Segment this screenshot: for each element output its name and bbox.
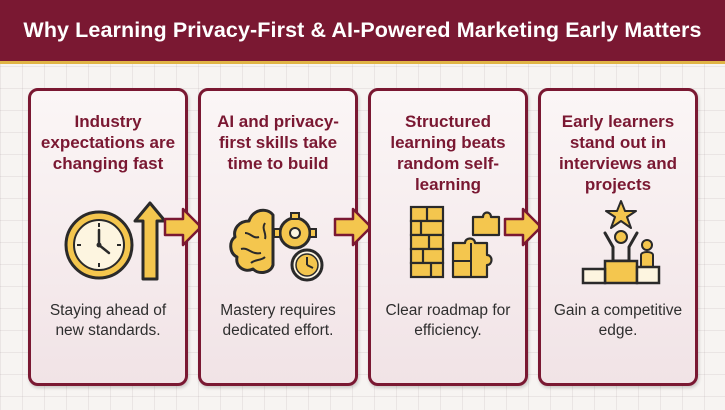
card-skills-take-time: AI and privacy-first skills take time to…: [198, 88, 358, 386]
card-title: Structured learning beats random self-le…: [390, 112, 506, 194]
card-early-learners: Early learners stand out in interviews a…: [538, 88, 698, 386]
blocks-and-puzzle-icon: [391, 199, 511, 285]
flow-arrow-icon: [503, 206, 543, 248]
card-description: Mastery requires dedicated effort.: [220, 302, 336, 339]
card-title: Early learners stand out in interviews a…: [558, 112, 678, 194]
brain-gears-clock-icon: [221, 199, 341, 285]
card-description: Staying ahead of new standards.: [49, 302, 167, 339]
card-description: Gain a competitive edge.: [553, 302, 683, 339]
podium-winner-icon: [561, 199, 681, 285]
card-title: AI and privacy-first skills take time to…: [217, 112, 339, 173]
card-title: Industry expectations are changing fast: [40, 112, 176, 173]
flow-arrow-icon: [163, 206, 203, 248]
card-structured-learning: Structured learning beats random self-le…: [368, 88, 528, 386]
flow-arrow-icon: [333, 206, 373, 248]
card-industry-expectations: Industry expectations are changing fast …: [28, 88, 188, 386]
card-description: Clear roadmap for efficiency.: [385, 302, 511, 339]
clock-with-up-arrow-icon: [51, 199, 171, 285]
page-title: Why Learning Privacy-First & AI-Powered …: [23, 18, 702, 42]
header-banner: Why Learning Privacy-First & AI-Powered …: [0, 0, 725, 64]
